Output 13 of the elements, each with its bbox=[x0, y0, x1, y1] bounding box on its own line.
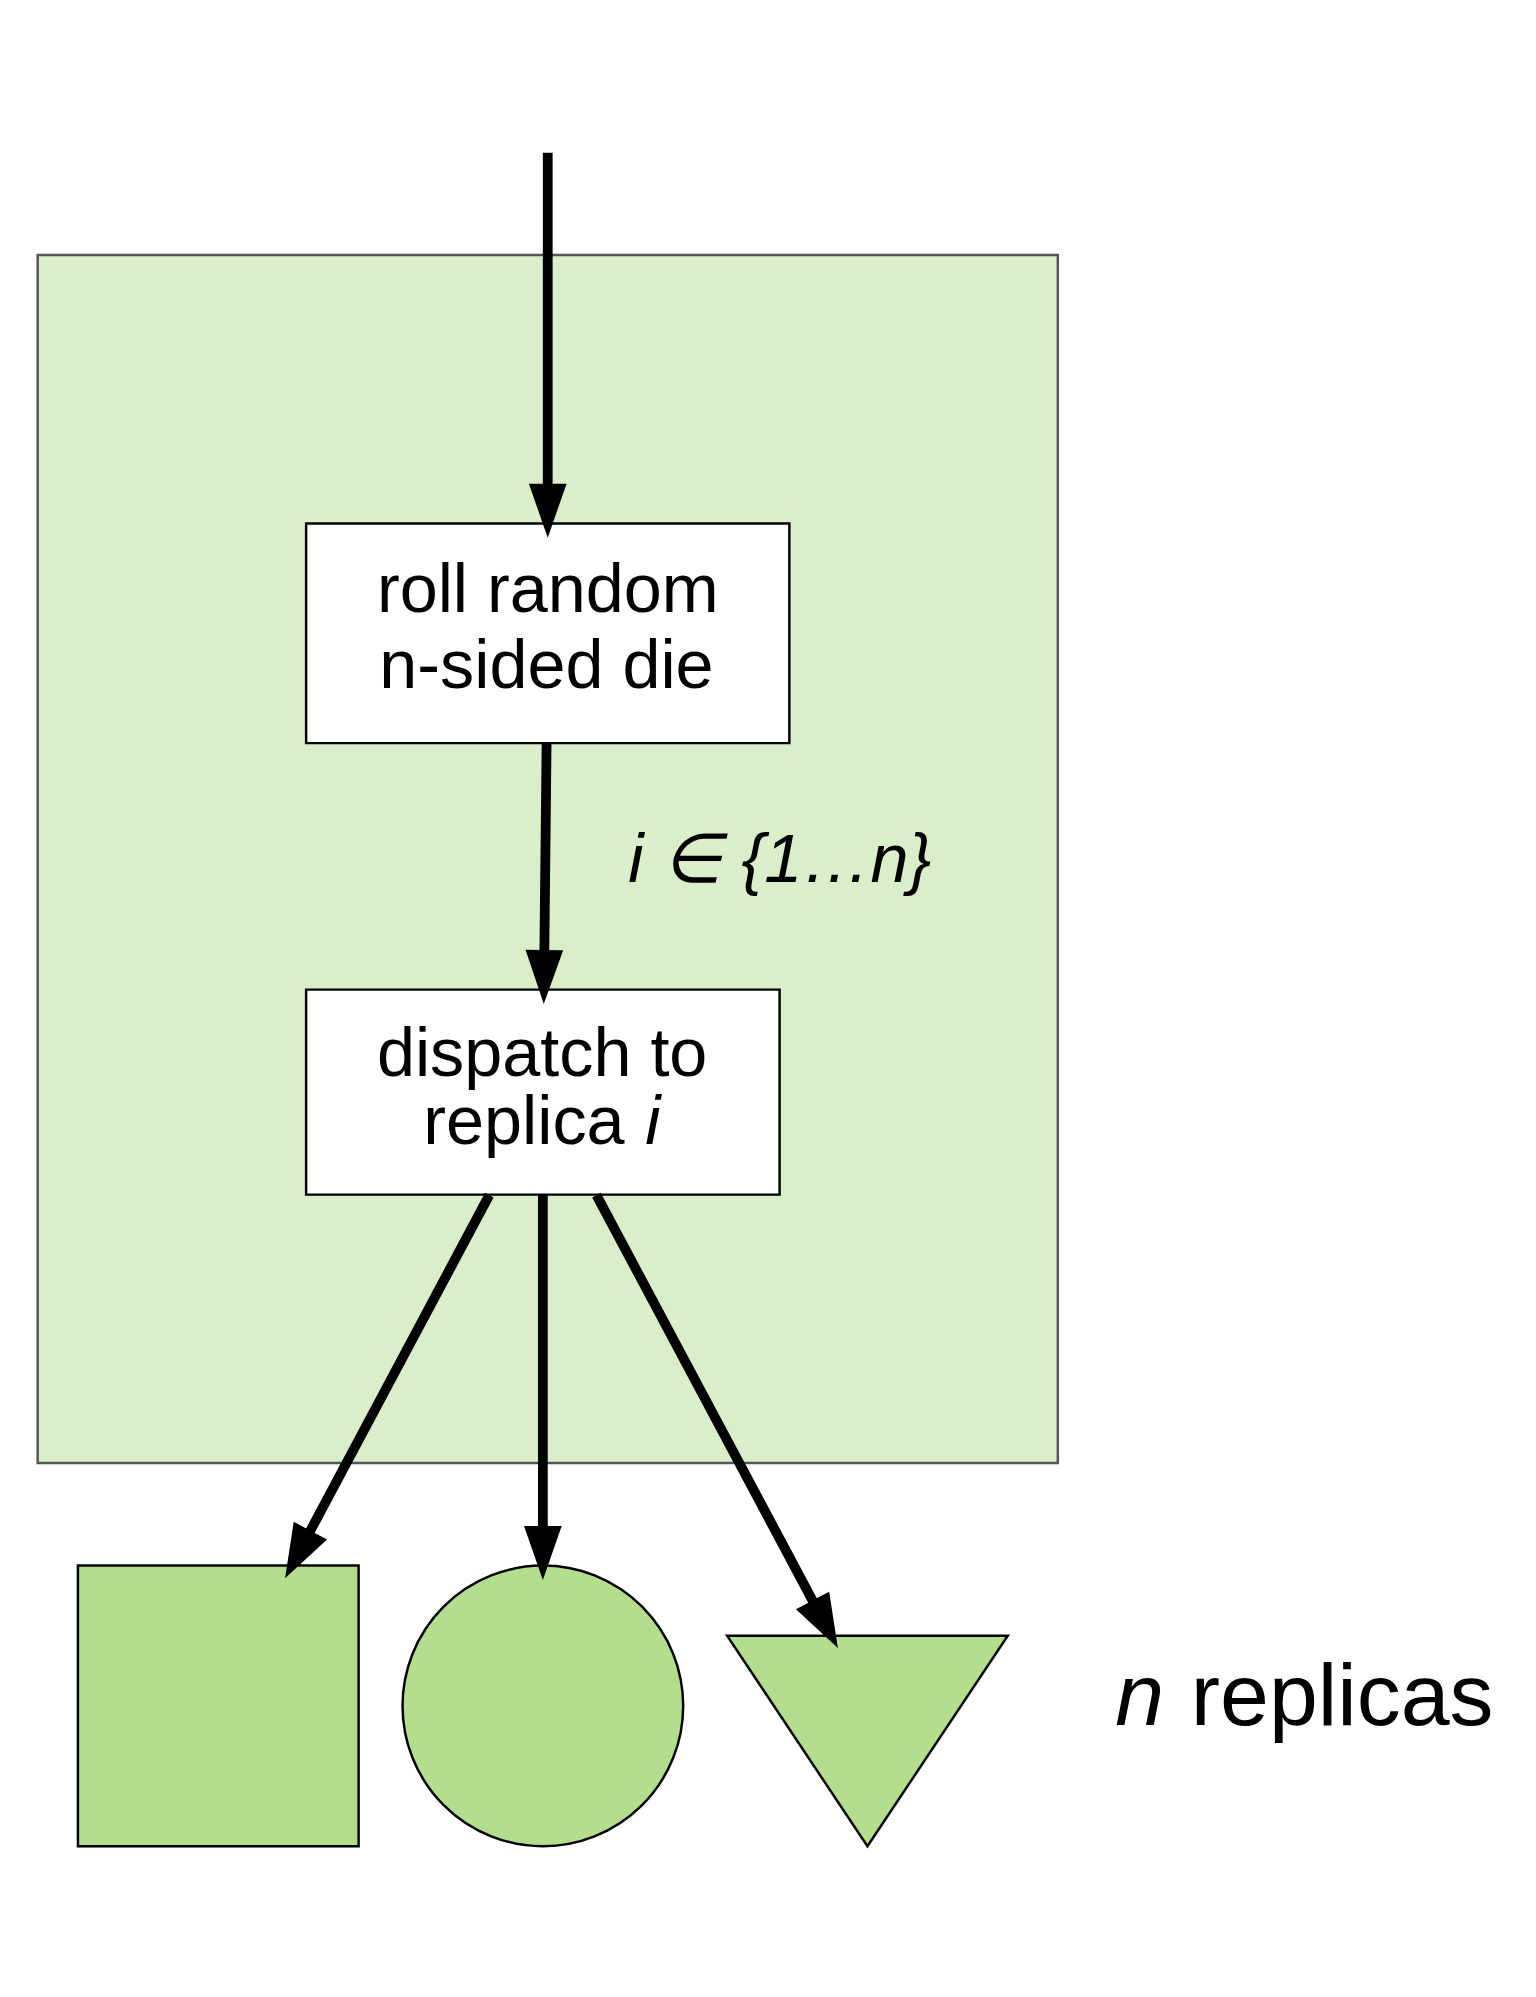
arrow bbox=[528, 152, 567, 538]
arrow bbox=[285, 1192, 494, 1579]
node-box bbox=[76, 1564, 360, 1848]
edge-label: i ∈ {1…n} bbox=[628, 819, 932, 896]
node-box: roll random n-sided die bbox=[304, 522, 791, 745]
label: n replicas bbox=[1115, 1644, 1494, 1744]
arrow bbox=[592, 1192, 838, 1648]
node-triangle bbox=[724, 1634, 1011, 1849]
node-circle bbox=[401, 1564, 685, 1848]
cluster bbox=[36, 253, 1060, 1465]
arrow bbox=[524, 1195, 562, 1580]
arrow bbox=[525, 743, 564, 1004]
node-box: dispatch to replica i bbox=[304, 988, 781, 1196]
